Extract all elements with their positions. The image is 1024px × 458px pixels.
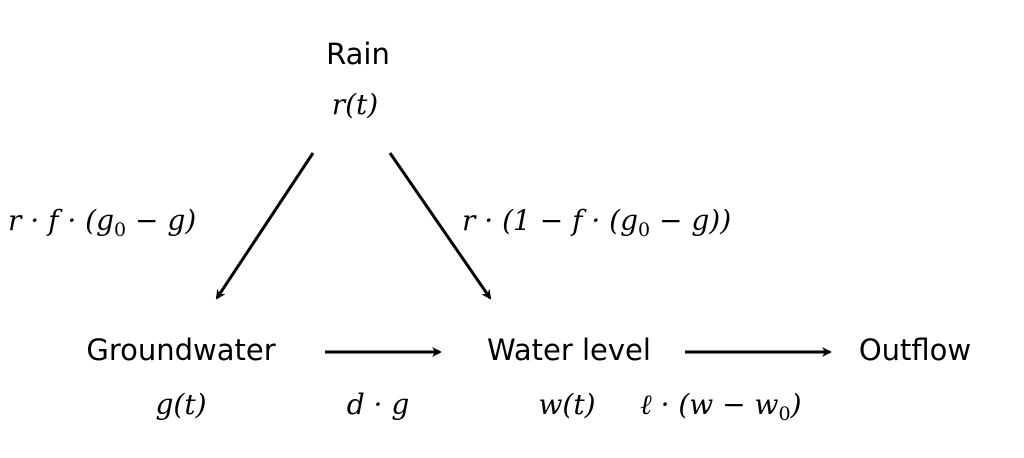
water-level-label: Water level (487, 333, 651, 367)
rain-label: Rain (326, 37, 390, 71)
arrow-rain-to-groundwater (215, 152, 315, 300)
groundwater-variable: g(t) (155, 388, 206, 421)
rain-to-water-level-rate: r · (1 − f · (g0 − g)) (462, 204, 731, 241)
water-level-to-outflow-rate: ℓ · (w − w0) (640, 388, 802, 425)
outflow-label: Outflow (859, 333, 971, 367)
water-level-variable: w(t) (538, 388, 595, 421)
rain-variable: r(t) (332, 88, 378, 121)
groundwater-to-water-level-rate: d · g (347, 388, 410, 421)
groundwater-label: Groundwater (86, 333, 275, 367)
arrow-rain-to-water-level (388, 152, 492, 300)
rain-to-groundwater-rate: r · f · (g0 − g) (8, 204, 196, 241)
